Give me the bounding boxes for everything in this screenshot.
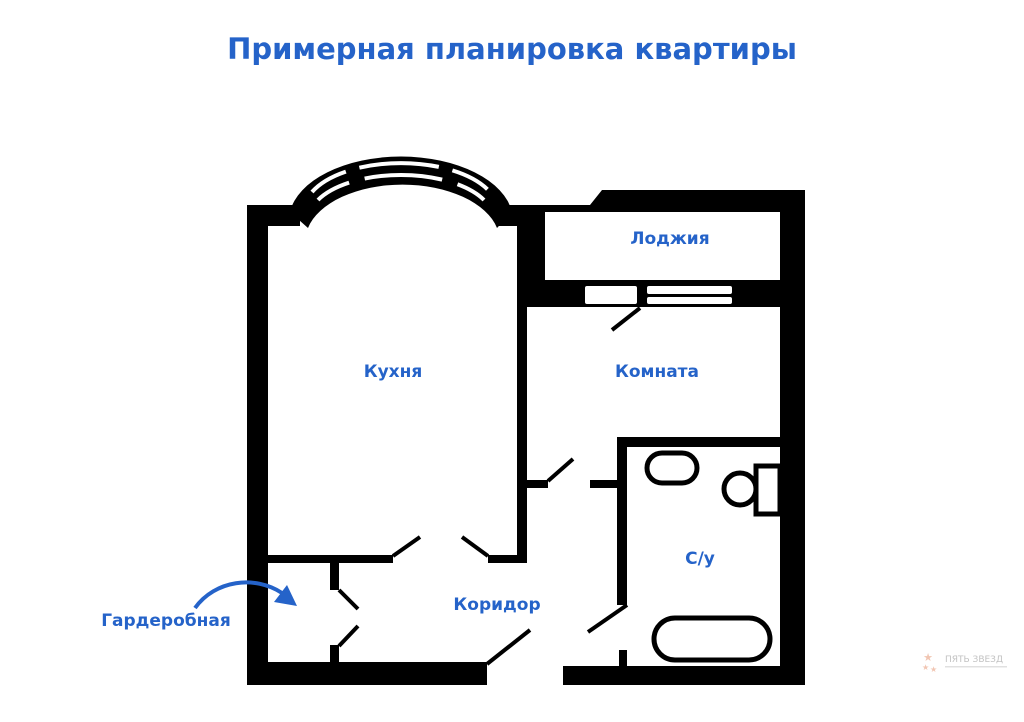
arrow-icon [193, 580, 284, 610]
room-label-bathroom: С/у [685, 549, 715, 569]
svg-text:★: ★ [930, 665, 937, 674]
page-title: Примерная планировка квартиры [227, 32, 797, 66]
room-label-kitchen: Кухня [364, 362, 423, 382]
svg-text:★: ★ [922, 663, 929, 672]
bay-window [290, 156, 512, 228]
toilet-tank [753, 463, 783, 517]
logo: ★ ★ ★ ПЯТЬ ЗВЕЗД [922, 651, 1007, 674]
svg-text:★: ★ [923, 651, 933, 664]
room-label-corridor: Коридор [453, 595, 540, 615]
room-label-wardrobe: Гардеробная [101, 611, 231, 631]
toilet [721, 470, 759, 508]
bathtub [651, 615, 773, 663]
arrow-head [274, 585, 297, 606]
walls [247, 190, 805, 685]
sink [644, 450, 700, 486]
room-label-room: Комната [615, 362, 699, 382]
svg-text:ПЯТЬ ЗВЕЗД: ПЯТЬ ЗВЕЗД [945, 655, 1003, 665]
room-label-loggia: Лоджия [630, 229, 709, 249]
doors [337, 306, 642, 666]
